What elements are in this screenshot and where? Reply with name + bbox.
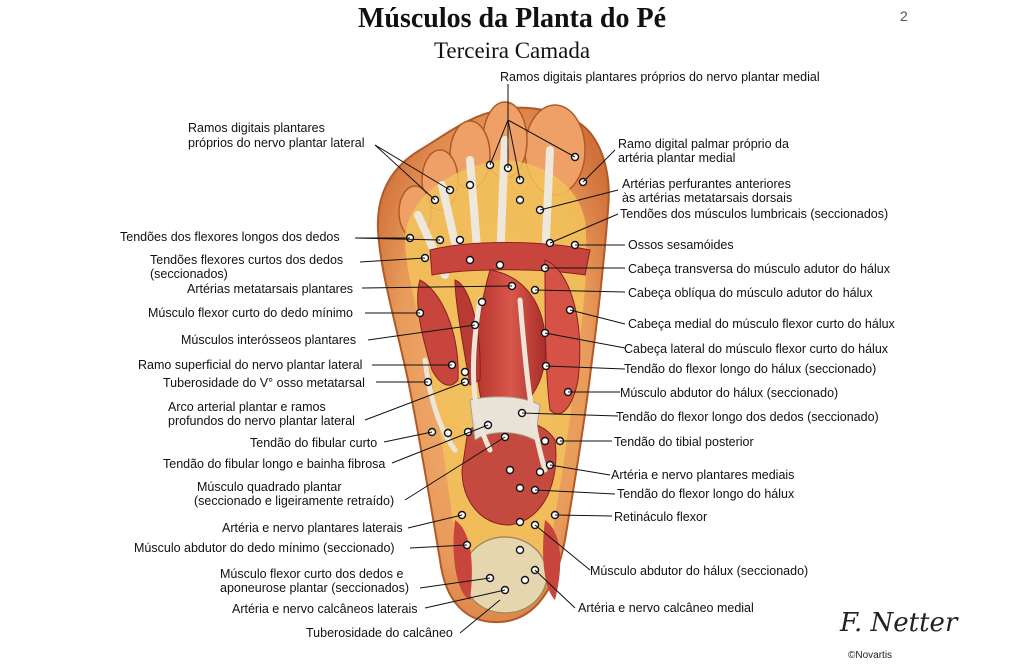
label-adductor-oblique-head: Cabeça oblíqua do músculo adutor do hálu… — [628, 286, 873, 300]
side-mark: 2 — [900, 8, 908, 24]
label-flexor-brevis-tendons-1: Tendões flexores curtos dos dedos — [150, 253, 344, 267]
adductor-transverse — [429, 242, 591, 276]
page-title: Músculos da Planta do Pé — [357, 3, 667, 34]
label-medial-calcaneal-artery-nerve: Artéria e nervo calcâneo medial — [578, 601, 754, 615]
label-flexor-brevis-tendons-2: (seccionados) — [150, 267, 228, 281]
label-abductor-hallucis-2: Músculo abdutor do hálux (seccionado) — [590, 564, 809, 578]
label-flexor-digiti-minimi: Músculo flexor curto do dedo mínimo — [148, 306, 353, 320]
calcaneus — [462, 536, 548, 614]
page-subtitle: Terceira Camada — [433, 38, 591, 63]
long-tendons — [422, 297, 548, 473]
heel-muscle-left — [453, 520, 472, 600]
label-plantar-arterial-arch-2: profundos do nervo plantar lateral — [168, 414, 355, 428]
label-flexor-digitorum-brevis-1: Músculo flexor curto dos dedos e — [220, 567, 404, 581]
label-medial-plantar-digital-nerves: Ramos digitais plantares próprios do ner… — [500, 70, 820, 84]
label-tibialis-posterior-tendon: Tendão do tibial posterior — [614, 435, 754, 449]
copyright: ©Novartis — [848, 650, 893, 661]
label-flexor-digitorum-brevis-2: aponeurose plantar (seccionados) — [220, 581, 410, 595]
label-plantar-arterial-arch-1: Arco arterial plantar e ramos — [168, 400, 326, 414]
label-fdl-tendon-sectioned: Tendão do flexor longo dos dedos (seccio… — [616, 410, 879, 424]
label-fifth-metatarsal-tuberosity: Tuberosidade do V° osso metatarsal — [163, 376, 365, 390]
label-adductor-transverse-head: Cabeça transversa do músculo adutor do h… — [628, 262, 890, 276]
label-perforating-arteries-1: Artérias perfurantes anteriores — [622, 177, 791, 191]
heel-muscle-right — [543, 520, 561, 600]
label-fhl-tendon-sectioned: Tendão do flexor longo do hálux (seccion… — [624, 362, 877, 376]
label-plantar-interossei: Músculos interósseos plantares — [181, 333, 357, 347]
label-fhb-medial-head: Cabeça medial do músculo flexor curto do… — [628, 317, 895, 331]
label-lateral-calcaneal-artery-nerve: Artéria e nervo calcâneos laterais — [232, 602, 418, 616]
label-proper-digital-artery-1: Ramo digital palmar próprio da — [618, 137, 789, 151]
label-medial-plantar-artery-nerve: Artéria e nervo plantares mediais — [611, 468, 795, 482]
label-plantar-metatarsal-arteries: Artérias metatarsais plantares — [187, 282, 354, 296]
label-lateral-plantar-artery-nerve: Artéria e nervo plantares laterais — [222, 521, 403, 535]
label-peroneus-brevis-tendon: Tendão do fibular curto — [250, 436, 378, 450]
label-abductor-hallucis-1: Músculo abdutor do hálux (seccionado) — [620, 386, 839, 400]
label-calcaneal-tuberosity: Tuberosidade do calcâneo — [306, 626, 453, 640]
label-lateral-digital-nerves-1: Ramos digitais plantares — [188, 121, 325, 135]
label-fhl-tendon: Tendão do flexor longo do hálux — [617, 487, 795, 501]
label-flexor-longus-tendons: Tendões dos flexores longos dos dedos — [120, 230, 340, 244]
label-proper-digital-artery-2: artéria plantar medial — [618, 151, 736, 165]
label-peroneus-longus-tendon: Tendão do fibular longo e bainha fibrosa — [163, 457, 386, 471]
label-fhb-lateral-head: Cabeça lateral do músculo flexor curto d… — [624, 342, 889, 356]
artist-signature: F. Netter — [840, 608, 958, 638]
label-quadratus-plantae-1: Músculo quadrado plantar — [197, 480, 342, 494]
label-lumbrical-tendons: Tendões dos músculos lumbricais (seccion… — [620, 207, 889, 221]
label-sesamoid-bones: Ossos sesamóides — [628, 238, 734, 252]
label-perforating-arteries-2: às artérias metatarsais dorsais — [622, 191, 793, 205]
label-flexor-retinaculum: Retináculo flexor — [614, 510, 708, 524]
label-superficial-lateral-plantar-nerve: Ramo superficial do nervo plantar latera… — [138, 358, 363, 372]
label-abductor-digiti-minimi: Músculo abdutor do dedo mínimo (secciona… — [134, 541, 395, 555]
label-quadratus-plantae-2: (seccionado e ligeiramente retraído) — [194, 494, 395, 508]
leader-lines — [354, 84, 626, 634]
label-lateral-digital-nerves-2: próprios do nervo plantar lateral — [188, 136, 365, 150]
